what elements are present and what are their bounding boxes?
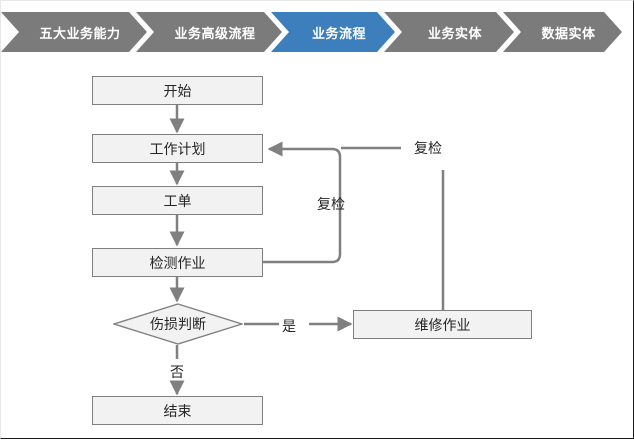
breadcrumb-item-5[interactable]: 数据实体: [503, 12, 622, 52]
edge-label-no: 否: [170, 365, 184, 381]
node-start[interactable]: 开始: [92, 76, 263, 105]
node-end-label: 结束: [163, 403, 192, 420]
node-work-order-label: 工单: [163, 193, 192, 210]
edge-label-recheck-inner: 复检: [317, 197, 345, 213]
node-work-order[interactable]: 工单: [92, 186, 263, 215]
breadcrumb-item-3-active[interactable]: 业务流程: [271, 12, 395, 52]
breadcrumb: 五大业务能力 业务高级流程 业务流程 业务实体 数据实体: [1, 12, 634, 52]
node-start-label: 开始: [163, 83, 192, 100]
node-inspection-task-label: 检测作业: [149, 255, 206, 272]
diamond-shape: [113, 303, 243, 345]
node-repair-task-label: 维修作业: [414, 317, 471, 334]
node-damage-decision-label: 伤损判断: [150, 317, 206, 333]
breadcrumb-item-4-label: 业务实体: [427, 26, 482, 42]
breadcrumb-item-1-label: 五大业务能力: [39, 26, 121, 42]
node-inspection-task[interactable]: 检测作业: [92, 248, 263, 277]
node-damage-decision[interactable]: 伤损判断: [113, 303, 243, 345]
node-repair-task[interactable]: 维修作业: [353, 310, 532, 339]
node-work-plan-label: 工作计划: [149, 141, 206, 158]
edge-label-yes: 是: [282, 319, 296, 335]
breadcrumb-item-2-label: 业务高级流程: [174, 26, 256, 42]
node-work-plan[interactable]: 工作计划: [92, 134, 263, 163]
breadcrumb-item-4[interactable]: 业务实体: [384, 12, 514, 52]
breadcrumb-item-5-label: 数据实体: [541, 26, 596, 42]
breadcrumb-item-1[interactable]: 五大业务能力: [1, 12, 147, 52]
edge-label-recheck-outer: 复检: [414, 141, 442, 157]
breadcrumb-item-3-label: 业务流程: [311, 26, 366, 42]
node-end[interactable]: 结束: [92, 396, 263, 425]
breadcrumb-item-2[interactable]: 业务高级流程: [136, 12, 282, 52]
